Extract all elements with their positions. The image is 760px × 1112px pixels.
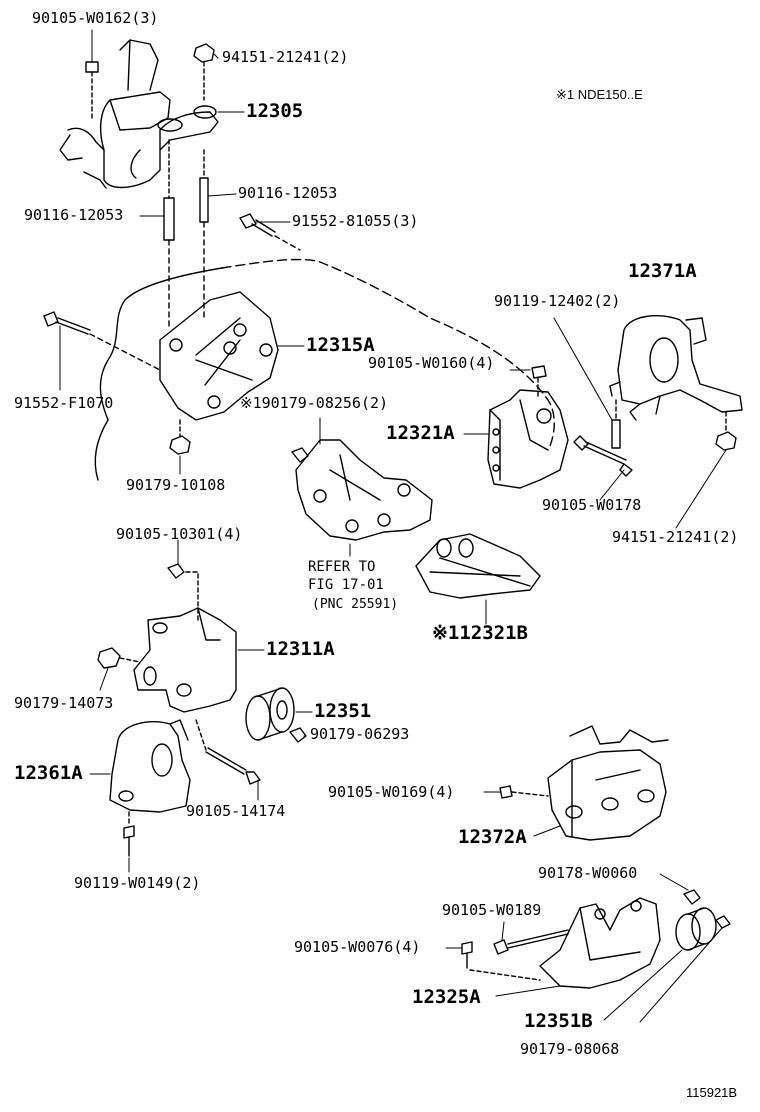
part-label-90116-12053-left: 90116-12053 xyxy=(24,206,124,224)
part-label-91552-f1070: 91552-F1070 xyxy=(14,394,114,412)
bracket-12325a xyxy=(539,897,661,989)
mount-12371a xyxy=(609,315,743,421)
bolt-91552-f1070 xyxy=(43,311,161,371)
bracket-12321a xyxy=(487,389,569,489)
part-label-90105-w0189: 90105-W0189 xyxy=(442,901,542,919)
bracket-reference-17-01 xyxy=(295,439,433,541)
part-label-90119-12402: 90119-12402(2) xyxy=(494,292,621,310)
mount-12305 xyxy=(59,39,219,189)
nut-90179-06293 xyxy=(289,727,307,743)
part-label-90179-14073: 90179-14073 xyxy=(14,694,114,712)
bracket-12311a xyxy=(133,607,237,713)
nut-90178-w0060 xyxy=(683,889,701,905)
part-label-90105-w0160: 90105-W0160(4) xyxy=(368,354,495,372)
nut-90179-14073 xyxy=(97,647,141,669)
bolt-90105-w0076 xyxy=(461,941,541,981)
bolt-90105-w0178 xyxy=(573,435,633,477)
bracket-12315a xyxy=(159,291,279,421)
part-label-90105-14174: 90105-14174 xyxy=(186,802,286,820)
part-label-90178-w0060: 90178-W0060 xyxy=(538,864,638,882)
part-label-12351: 12351 xyxy=(314,700,372,722)
part-label-90179-08068: 90179-08068 xyxy=(520,1040,620,1058)
bolt-90105-w0160 xyxy=(531,365,547,397)
stud-90116-12053-a xyxy=(199,149,209,321)
nut-94151-21241-top xyxy=(193,43,215,101)
reference-line-3: (PNC 25591) xyxy=(312,597,399,612)
mount-12372a xyxy=(547,725,669,841)
part-label-12305: 12305 xyxy=(246,100,304,122)
part-label-90119-w0149: 90119-W0149(2) xyxy=(74,874,201,892)
bolt-90105-w0162 xyxy=(85,61,99,121)
bolt-90119-12402 xyxy=(611,399,621,449)
stud-90116-12053-b xyxy=(163,139,175,331)
bolt-91552-81055 xyxy=(239,213,301,251)
applicability-note: ※1 NDE150..E xyxy=(556,87,643,102)
bushing-12351 xyxy=(245,687,295,741)
part-label-12351b: 12351B xyxy=(524,1010,593,1032)
part-label-90116-12053-right: 90116-12053 xyxy=(238,184,338,202)
part-label-90179-06293: 90179-06293 xyxy=(310,725,410,743)
plate-12321b xyxy=(415,533,541,599)
bolt-90119-w0149 xyxy=(123,811,135,857)
part-label-12311a: 12311A xyxy=(266,638,335,660)
part-label-94151-21241-right: 94151-21241(2) xyxy=(612,528,739,546)
bolt-90105-14174 xyxy=(195,719,261,785)
bolt-90105-w0189 xyxy=(493,929,569,955)
part-label-12325a: 12325A xyxy=(412,986,481,1008)
nut-90179-10108 xyxy=(169,419,191,455)
part-label-90105-w0178: 90105-W0178 xyxy=(542,496,642,514)
part-label-90105-w0162: 90105-W0162(3) xyxy=(32,9,159,27)
part-label-90105-w0169: 90105-W0169(4) xyxy=(328,783,455,801)
part-label-90105-10301: 90105-10301(4) xyxy=(116,525,243,543)
nut-94151-21241-right xyxy=(715,411,737,451)
part-label-12315a: 12315A xyxy=(306,334,375,356)
figure-number: 115921B xyxy=(686,1085,738,1100)
part-label-90179-10108: 90179-10108 xyxy=(126,476,226,494)
part-label-12321a: 12321A xyxy=(386,422,455,444)
part-label-94151-21241-top: 94151-21241(2) xyxy=(222,48,349,66)
part-label-12371a: 12371A xyxy=(628,260,697,282)
engine-outline xyxy=(94,258,555,481)
bushing-12351b xyxy=(675,907,717,951)
mount-12361a xyxy=(109,719,191,813)
leader-lines xyxy=(59,29,727,1023)
part-label-90105-w0076: 90105-W0076(4) xyxy=(294,938,421,956)
nut-90179-08256 xyxy=(291,447,309,463)
bolt-90105-10301 xyxy=(167,563,199,621)
reference-line-1: REFER TO xyxy=(308,559,376,575)
part-label-90179-08256: ※190179-08256(2) xyxy=(240,394,389,412)
part-label-91552-81055: 91552-81055(3) xyxy=(292,212,419,230)
part-label-12321b: ※112321B xyxy=(432,622,528,644)
bolt-90105-w0169 xyxy=(499,785,549,799)
part-label-12372a: 12372A xyxy=(458,826,527,848)
part-label-12361a: 12361A xyxy=(14,762,83,784)
reference-line-2: FIG 17-01 xyxy=(308,577,384,593)
nut-90179-08068 xyxy=(715,915,731,929)
